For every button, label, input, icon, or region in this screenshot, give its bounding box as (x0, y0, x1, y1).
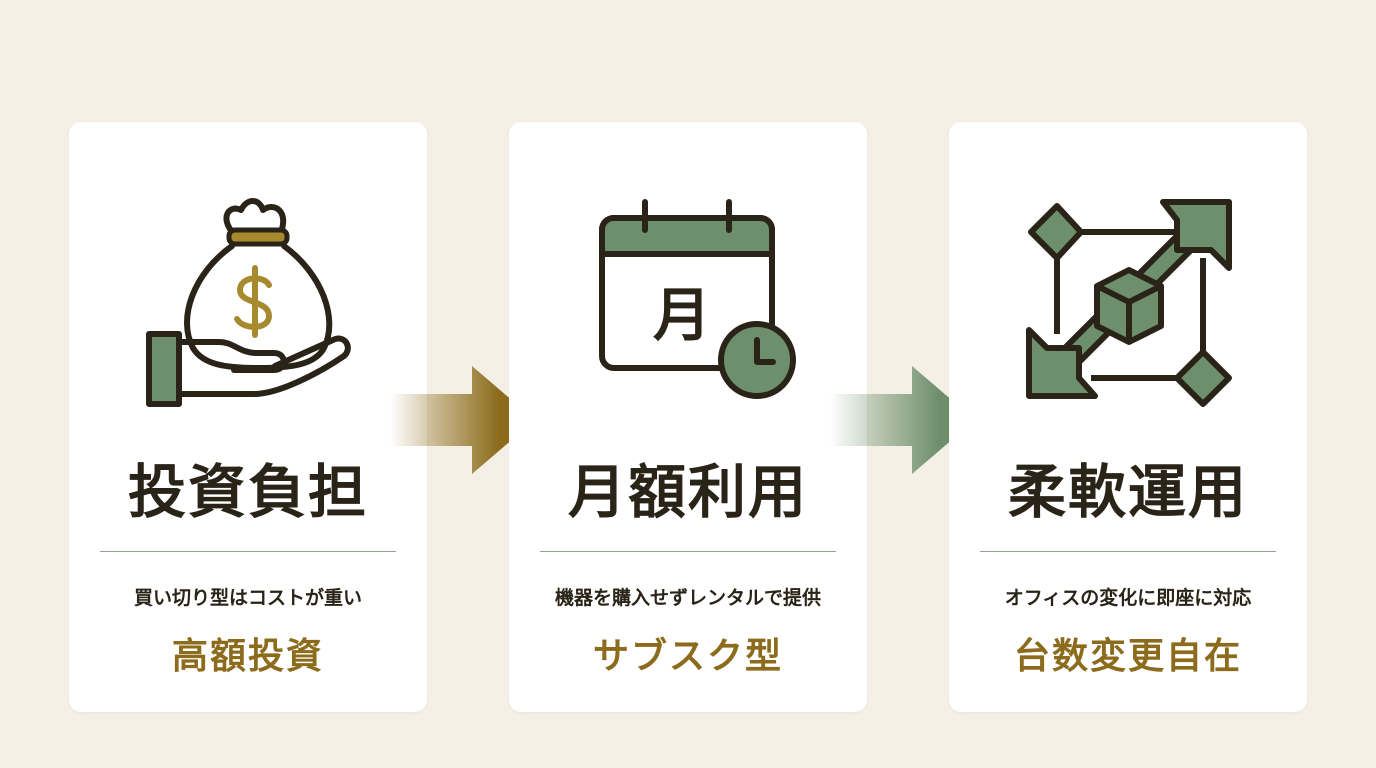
card-keyword: 高額投資 (171, 636, 324, 677)
card-keyword: サブスク型 (592, 636, 783, 677)
card-heading: 月額利用 (567, 458, 808, 526)
card-heading: 投資負担 (127, 458, 368, 526)
arrow-right-icon (830, 366, 975, 474)
card-description: 買い切り型はコストが重い (133, 587, 362, 609)
scale-arrows-cube-icon (949, 188, 1307, 428)
card-monthly-use: 月 月額利用 機器を購入せずレンタルで提供 サブスク型 (509, 122, 867, 712)
calendar-month-clock-icon: 月 (509, 188, 867, 428)
card-heading: 柔軟運用 (1007, 458, 1248, 526)
svg-text:月: 月 (653, 281, 711, 349)
money-bag-hand-icon (69, 188, 427, 428)
card-description: オフィスの変化に即座に対応 (1004, 587, 1252, 609)
card-investment-burden: 投資負担 買い切り型はコストが重い 高額投資 (69, 122, 427, 712)
card-keyword: 台数変更自在 (1013, 636, 1242, 677)
card-flexible-operation: 柔軟運用 オフィスの変化に即座に対応 台数変更自在 (949, 122, 1307, 712)
divider (100, 551, 396, 552)
divider (980, 551, 1276, 552)
arrow-right-icon (390, 366, 535, 474)
divider (540, 551, 836, 552)
card-description: 機器を購入せずレンタルで提供 (554, 587, 821, 609)
